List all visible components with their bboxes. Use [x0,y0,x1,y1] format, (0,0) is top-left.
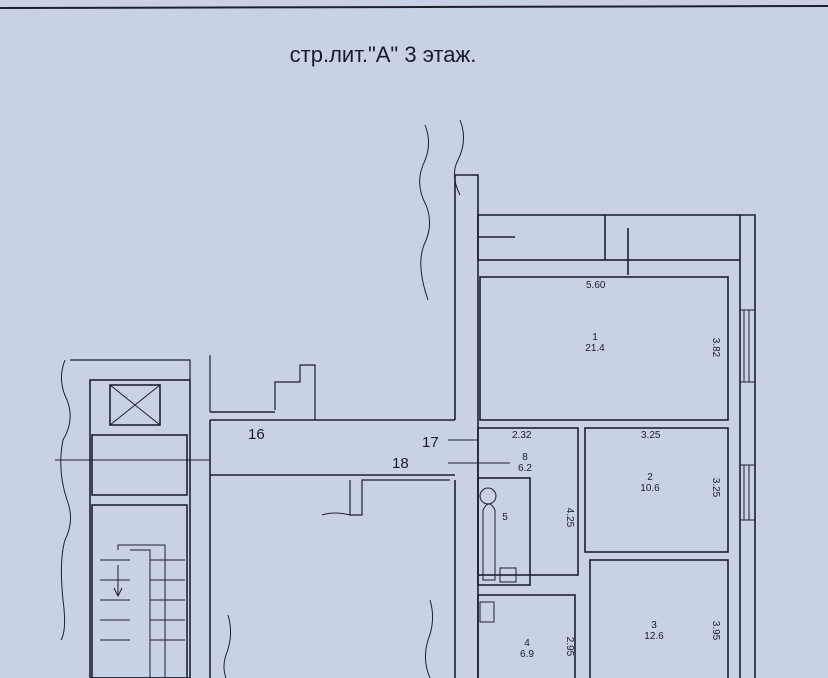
stair-block [89,379,191,678]
room-3 [589,559,729,678]
corridor [209,419,455,678]
room-area: 10.6 [640,483,660,494]
room-5-label: 5 [495,512,515,523]
dimension-label: 2.32 [512,430,532,441]
outer-wall [739,214,756,678]
balcony [477,214,741,261]
sink [479,487,497,505]
room-number: 2 [647,472,653,483]
stair-steps [100,544,185,678]
dimension-label: 3.25 [641,430,661,441]
dimension-label: 3.95 [710,620,722,641]
landing [91,434,188,496]
elevator [109,384,161,426]
room-area: 6.2 [518,463,532,474]
dimension-label: 2.95 [564,636,576,657]
stairs [91,504,188,678]
room-number: 3 [651,620,657,631]
top-border-line [0,5,828,9]
room-4 [477,594,576,678]
room-area: 12.6 [644,631,664,642]
window [740,309,755,383]
corridor-label-18: 18 [392,455,409,472]
room-number: 5 [502,512,508,523]
corridor-label-17: 17 [422,434,439,451]
room-number: 4 [524,638,530,649]
bathtub [482,503,496,581]
dimension-label: 4.25 [564,507,576,528]
dimension-label: 3.25 [710,477,722,498]
window [740,464,755,521]
break-line [454,119,464,196]
dimension-label: 5.60 [586,280,606,291]
room-2 [584,427,729,553]
wall [454,174,479,678]
room-number: 1 [592,332,598,343]
room-1 [479,276,729,421]
room-area: 21.4 [585,343,605,354]
toilet [499,567,517,583]
break-line [60,359,71,641]
page-title: стр.лит."А" 3 этаж. [289,42,477,67]
toilet [479,601,495,623]
room-5 [477,477,531,586]
room-8 [477,427,579,576]
break-line [419,124,430,301]
corridor-label-16: 16 [248,426,265,443]
room-number: 8 [522,452,528,463]
dimension-label: 3.82 [710,337,722,358]
room-area: 6.9 [520,649,534,660]
